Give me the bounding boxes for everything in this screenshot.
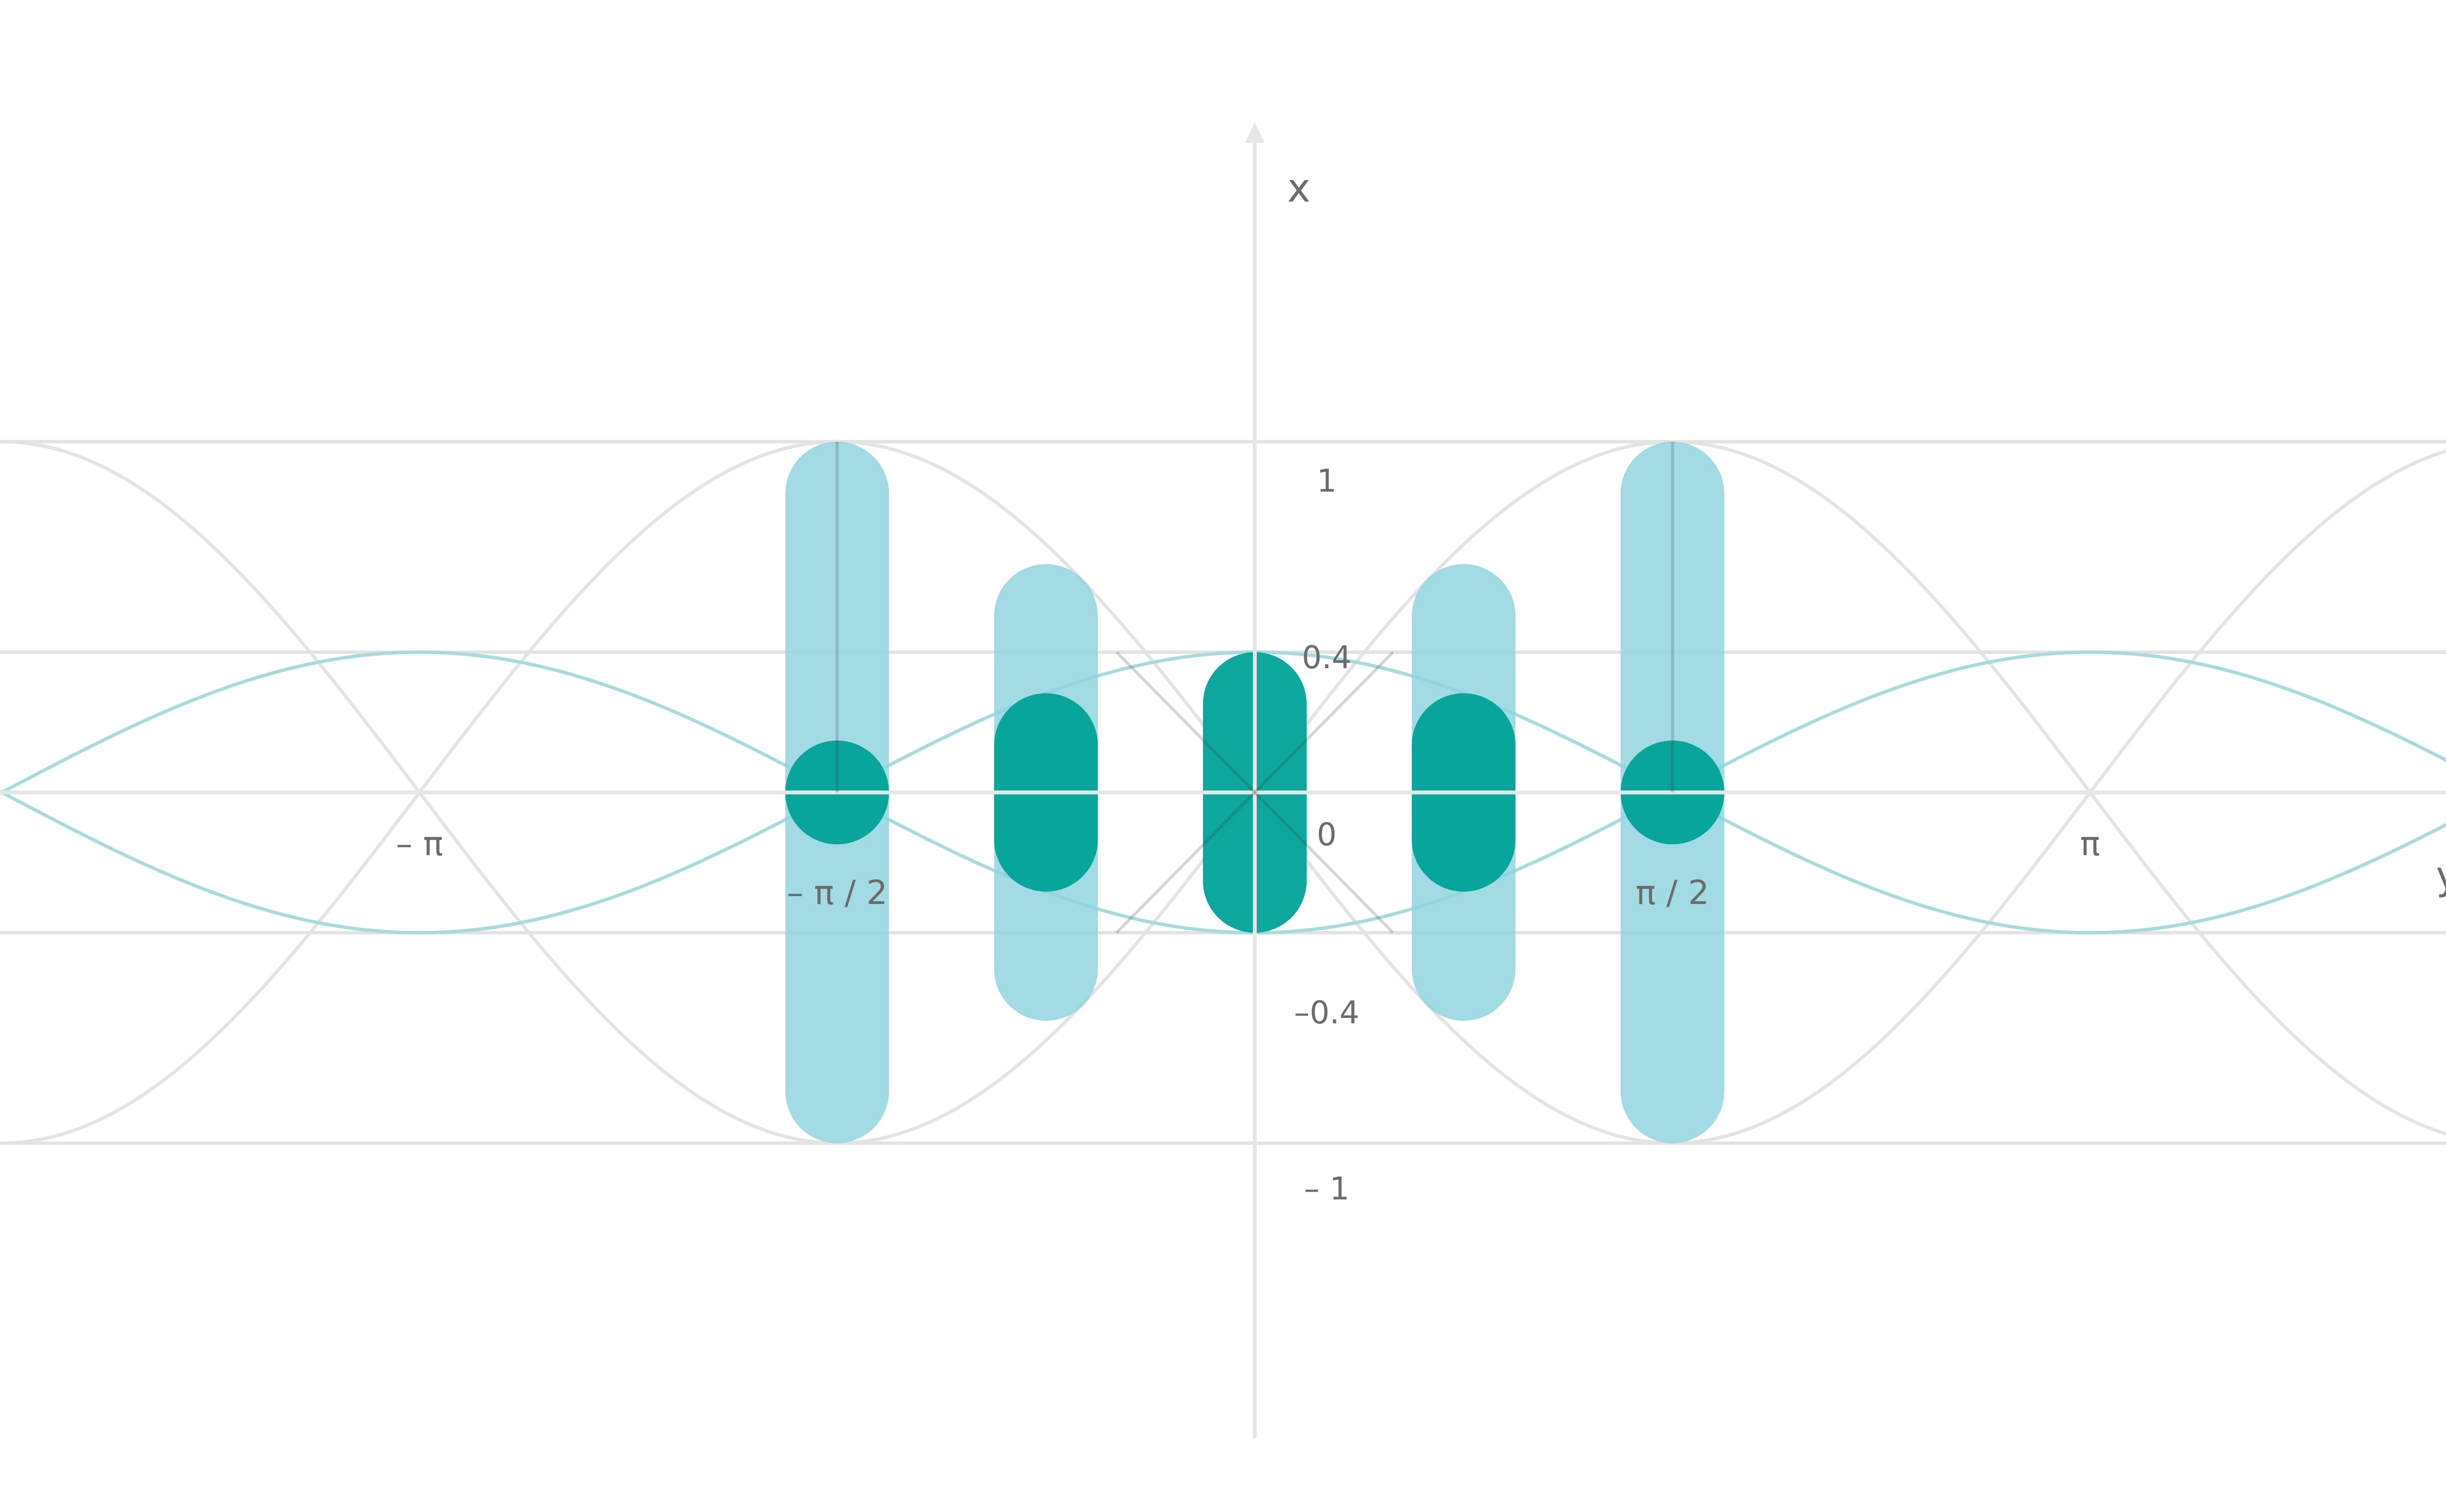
vertical-tick-label: –0.4 — [1294, 995, 1359, 1031]
vertical-axis-label: x — [1287, 165, 1310, 211]
vertical-axis-arrow — [1245, 122, 1265, 143]
guide-line — [1115, 651, 1394, 934]
horizontal-tick-label: – π / 2 — [787, 874, 887, 912]
vertical-tick-label: 1 — [1317, 463, 1337, 499]
horizontal-tick-label: π / 2 — [1636, 874, 1709, 912]
horizontal-axis-label: y — [2436, 853, 2446, 899]
vertical-tick-label: 0.4 — [1302, 640, 1352, 676]
axes — [0, 122, 2446, 1438]
guide-line — [1115, 651, 1394, 934]
bar-guide-lines — [836, 442, 1674, 934]
vertical-tick-label: 0 — [1317, 817, 1337, 853]
vertical-tick-label: – 1 — [1304, 1171, 1349, 1207]
labels: x y – π – π / 2 π / 2 π 1 0.4 0 –0.4 – 1 — [396, 165, 2446, 1207]
horizontal-tick-label: – π — [396, 825, 443, 863]
horizontal-tick-label: π — [2080, 825, 2100, 863]
